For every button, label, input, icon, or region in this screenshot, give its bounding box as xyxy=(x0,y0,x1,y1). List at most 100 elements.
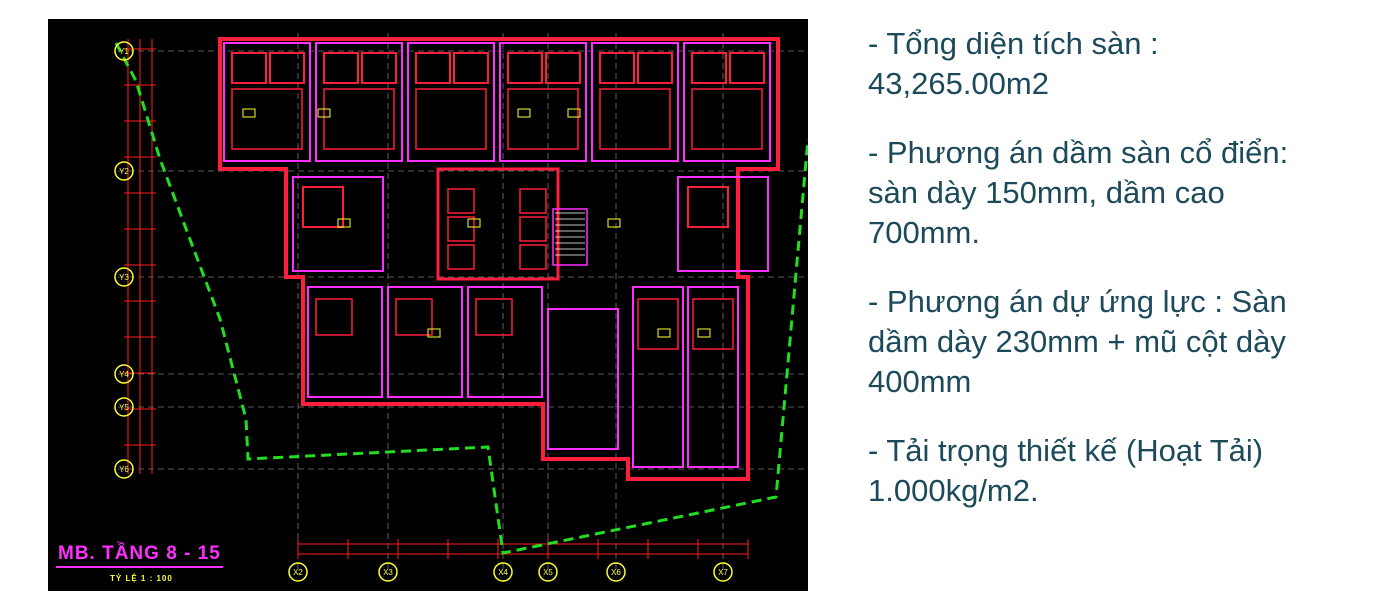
note-line: 43,265.00m2 xyxy=(868,66,1049,101)
room xyxy=(687,186,729,228)
note-classic-beam-option: - Phương án dầm sàn cổ điển: sàn dày 150… xyxy=(868,133,1388,253)
lift-shaft xyxy=(447,244,475,270)
apartment-unit xyxy=(407,42,495,162)
room xyxy=(545,52,581,84)
note-line: - Tải trọng thiết kế (Hoạt Tải) xyxy=(868,433,1264,468)
room xyxy=(599,52,635,84)
room xyxy=(507,88,579,150)
room xyxy=(637,298,679,350)
apartment-unit xyxy=(547,308,619,450)
apartment-unit xyxy=(223,42,311,162)
room xyxy=(475,298,513,336)
room xyxy=(415,88,487,150)
grid-bubble-label: Y6 xyxy=(119,465,129,474)
grid-bubble xyxy=(114,41,134,61)
room xyxy=(395,298,433,336)
note-line: 400mm xyxy=(868,364,972,399)
building-outline xyxy=(218,37,780,481)
room xyxy=(507,52,543,84)
grid-bubble xyxy=(114,364,134,384)
plan-title: MB. TẦNG 8 - 15 xyxy=(56,543,223,568)
room xyxy=(599,88,671,150)
site-boundary xyxy=(114,42,808,555)
apartment-unit xyxy=(307,286,383,398)
grid-bubble xyxy=(114,161,134,181)
room xyxy=(361,52,397,84)
room xyxy=(323,88,395,150)
room xyxy=(415,52,451,84)
room xyxy=(269,52,305,84)
note-line: - Phương án dự ứng lực : Sàn xyxy=(868,284,1287,319)
core-shaft xyxy=(436,167,560,281)
lift-shaft xyxy=(519,216,547,242)
apartment-unit xyxy=(387,286,463,398)
grid-bubble xyxy=(713,562,733,582)
notes-panel: - Tổng diện tích sàn : 43,265.00m2 - Phư… xyxy=(868,24,1388,540)
grid-bubble-label: X2 xyxy=(293,568,303,577)
furniture xyxy=(567,108,581,118)
note-line: 1.000kg/m2. xyxy=(868,473,1039,508)
furniture xyxy=(337,218,351,228)
note-line: dầm dày 230mm + mũ cột dày xyxy=(868,324,1286,359)
room xyxy=(231,52,267,84)
room xyxy=(692,298,734,350)
apartment-unit xyxy=(677,176,769,272)
room xyxy=(691,88,763,150)
note-line: sàn dày 150mm, dầm cao xyxy=(868,175,1225,210)
grid-bubble-label: X7 xyxy=(718,568,728,577)
furniture xyxy=(657,328,671,338)
apartment-unit xyxy=(467,286,543,398)
note-line: - Tổng diện tích sàn : xyxy=(868,26,1159,61)
apartment-unit xyxy=(499,42,587,162)
note-floor-area: - Tổng diện tích sàn : 43,265.00m2 xyxy=(868,24,1388,104)
grid-bubble xyxy=(114,267,134,287)
room xyxy=(315,298,353,336)
grid-bubble-label: Y2 xyxy=(119,167,129,176)
note-design-load: - Tải trọng thiết kế (Hoạt Tải) 1.000kg/… xyxy=(868,431,1388,511)
furniture xyxy=(467,218,481,228)
lift-shaft xyxy=(447,216,475,242)
furniture xyxy=(517,108,531,118)
room xyxy=(691,52,727,84)
room xyxy=(637,52,673,84)
room xyxy=(231,88,303,150)
apartment-unit xyxy=(683,42,771,162)
room xyxy=(453,52,489,84)
grid-bubble-label: X6 xyxy=(611,568,621,577)
room xyxy=(729,52,765,84)
grid-bubble xyxy=(114,459,134,479)
note-line: 700mm. xyxy=(868,215,980,250)
note-line: - Phương án dầm sàn cổ điển: xyxy=(868,135,1289,170)
grid-bubble xyxy=(378,562,398,582)
grid-bubble xyxy=(288,562,308,582)
grid-bubble-label: X3 xyxy=(383,568,393,577)
furniture xyxy=(697,328,711,338)
furniture xyxy=(242,108,256,118)
grid-bubble xyxy=(493,562,513,582)
grid-bubble xyxy=(606,562,626,582)
furniture xyxy=(427,328,441,338)
grid-bubble-label: Y4 xyxy=(119,370,129,379)
lift-shaft xyxy=(519,188,547,214)
apartment-unit xyxy=(591,42,679,162)
grid-bubble-label: Y3 xyxy=(119,273,129,282)
lift-shaft xyxy=(447,188,475,214)
room xyxy=(323,52,359,84)
grid-bubble xyxy=(114,397,134,417)
furniture xyxy=(317,108,331,118)
grid-bubble xyxy=(538,562,558,582)
note-prestressed-option: - Phương án dự ứng lực : Sàn dầm dày 230… xyxy=(868,282,1388,402)
apartment-unit xyxy=(292,176,384,272)
grid-bubble-label: X5 xyxy=(543,568,553,577)
lift-shaft xyxy=(519,244,547,270)
plan-scale: TỶ LỆ 1 : 100 xyxy=(110,574,173,583)
apartment-unit xyxy=(687,286,739,468)
apartment-unit xyxy=(315,42,403,162)
grid-bubble-label: Y5 xyxy=(119,403,129,412)
apartment-unit xyxy=(632,286,684,468)
room xyxy=(302,186,344,228)
furniture xyxy=(607,218,621,228)
grid-bubble-label: Y1 xyxy=(119,47,129,56)
